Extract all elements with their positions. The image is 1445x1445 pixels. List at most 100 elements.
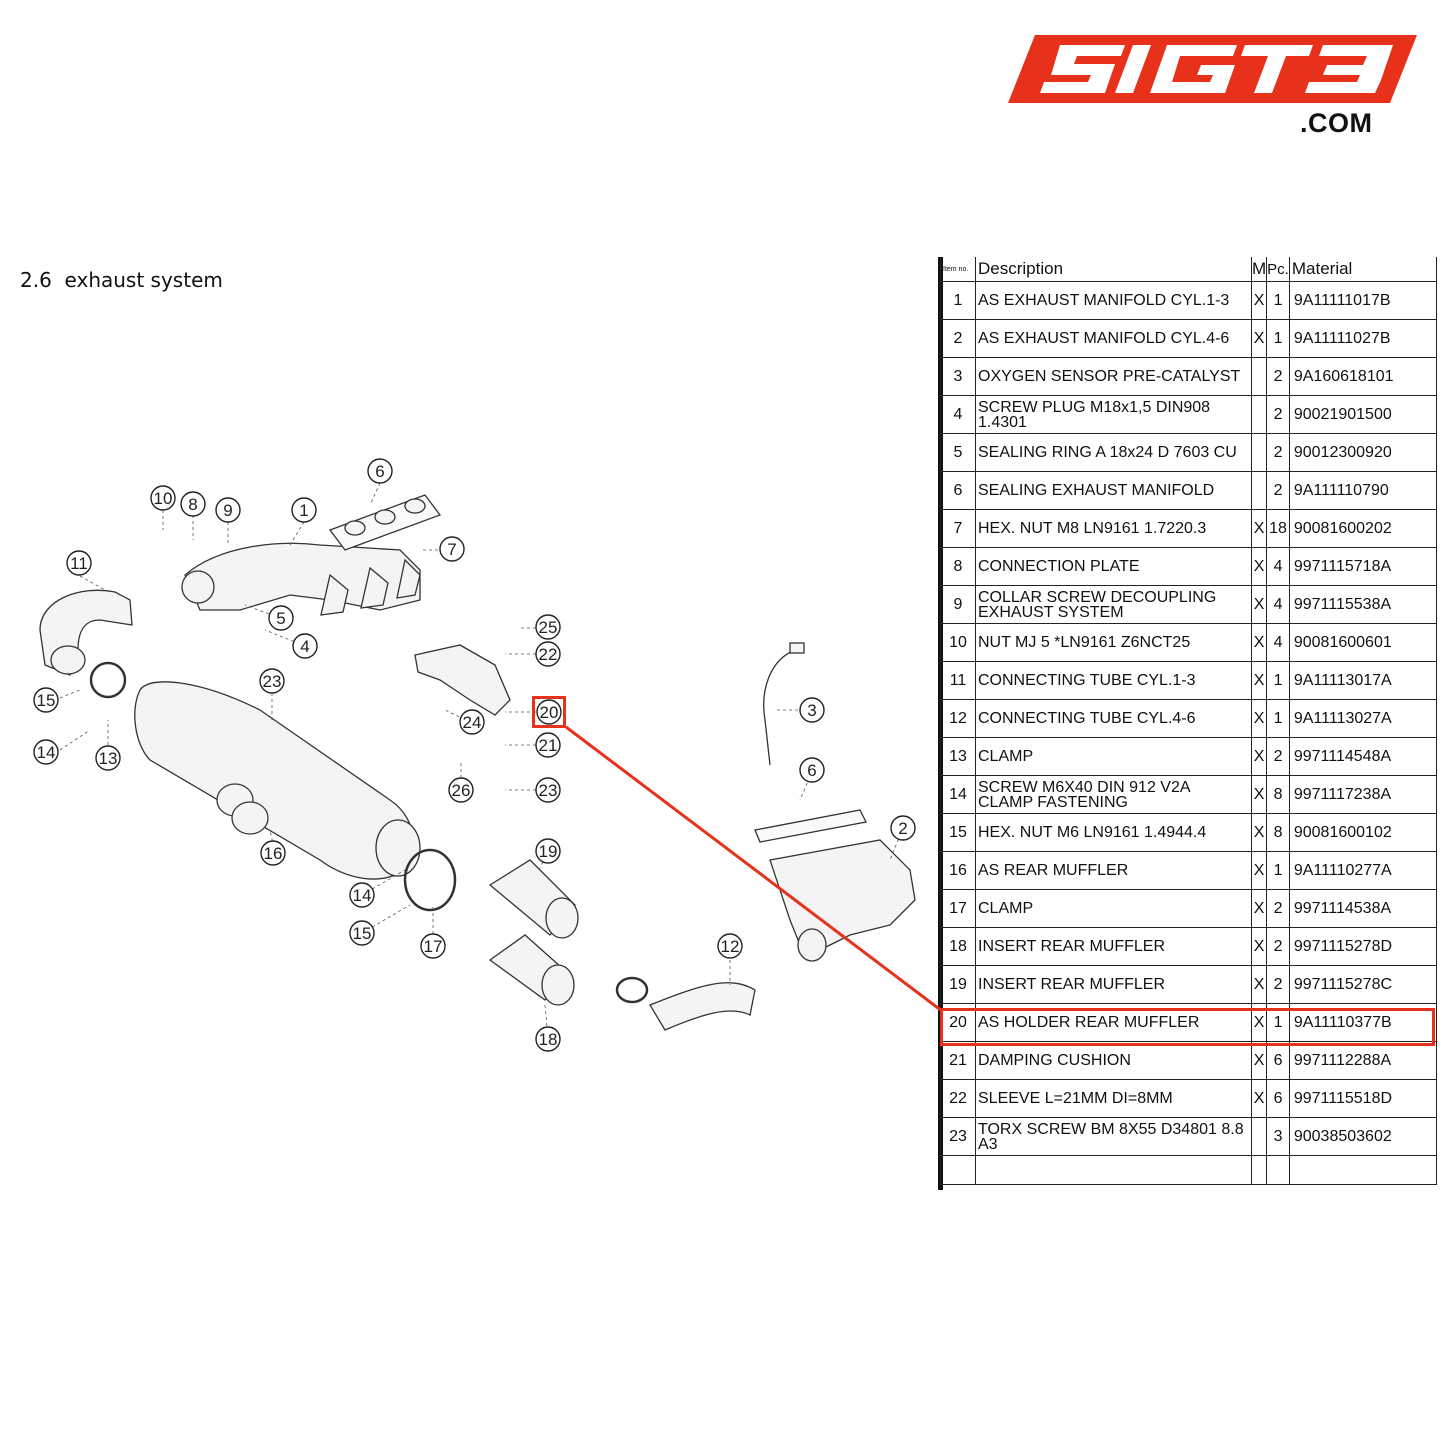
callout-16[interactable]: 16 bbox=[260, 840, 286, 866]
item-quantity: 1 bbox=[1266, 661, 1290, 700]
callout-4[interactable]: 4 bbox=[292, 633, 318, 659]
empty-cell bbox=[940, 1155, 976, 1185]
callout-23-left[interactable]: 23 bbox=[259, 668, 285, 694]
item-description: SLEEVE L=21MM DI=8MM bbox=[975, 1079, 1252, 1118]
callout-23-right[interactable]: 23 bbox=[535, 777, 561, 803]
item-number: 22 bbox=[940, 1079, 976, 1118]
item-m-flag: X bbox=[1250, 319, 1268, 358]
item-material-number: 9971117238A bbox=[1288, 775, 1437, 814]
callout-18[interactable]: 18 bbox=[535, 1026, 561, 1052]
callout-26[interactable]: 26 bbox=[448, 777, 474, 803]
item-material-number: 9A11111017B bbox=[1288, 281, 1437, 320]
item-m-flag bbox=[1250, 471, 1268, 510]
callout-24[interactable]: 24 bbox=[459, 709, 485, 735]
logo-domain-suffix: .COM bbox=[1300, 108, 1373, 138]
callout-8[interactable]: 8 bbox=[180, 491, 206, 517]
item-description: CLAMP bbox=[975, 889, 1252, 928]
callout-9[interactable]: 9 bbox=[215, 497, 241, 523]
callout-11[interactable]: 11 bbox=[66, 550, 92, 576]
callout-13[interactable]: 13 bbox=[95, 745, 121, 771]
item-description: AS REAR MUFFLER bbox=[975, 851, 1252, 890]
item-quantity: 4 bbox=[1266, 623, 1290, 662]
exploded-parts-diagram: 1 2 3 4 5 6 6 7 8 9 10 11 12 13 14 14 15… bbox=[33, 458, 916, 1052]
item-material-number: 9971112288A bbox=[1288, 1041, 1437, 1080]
diagram-parts bbox=[39, 494, 916, 1031]
callout-20[interactable]: 20 bbox=[536, 699, 562, 725]
callout-21[interactable]: 21 bbox=[535, 732, 561, 758]
item-m-flag: X bbox=[1250, 737, 1268, 776]
svg-text:8: 8 bbox=[188, 495, 197, 514]
callout-14-left[interactable]: 14 bbox=[33, 739, 59, 765]
item-quantity: 2 bbox=[1266, 357, 1290, 396]
item-number: 11 bbox=[940, 661, 976, 700]
callout-1[interactable]: 1 bbox=[291, 497, 317, 523]
callout-25[interactable]: 25 bbox=[535, 614, 561, 640]
item-m-flag: X bbox=[1250, 623, 1268, 662]
callout-6-right[interactable]: 6 bbox=[799, 757, 825, 783]
callout-10[interactable]: 10 bbox=[150, 485, 176, 511]
callout-14-bottom[interactable]: 14 bbox=[349, 882, 375, 908]
callout-15-bottom[interactable]: 15 bbox=[349, 920, 375, 946]
item-m-flag: X bbox=[1250, 699, 1268, 738]
item-description: TORX SCREW BM 8X55 D34801 8.8 A3 bbox=[975, 1117, 1252, 1156]
callout-15-left[interactable]: 15 bbox=[33, 687, 59, 713]
callout-5[interactable]: 5 bbox=[268, 605, 294, 631]
clamp-17 bbox=[403, 848, 457, 912]
callout-12[interactable]: 12 bbox=[717, 933, 743, 959]
svg-text:13: 13 bbox=[99, 749, 118, 768]
svg-text:19: 19 bbox=[539, 842, 558, 861]
callout-2[interactable]: 2 bbox=[890, 815, 916, 841]
svg-text:20: 20 bbox=[540, 703, 559, 722]
item-quantity: 6 bbox=[1266, 1079, 1290, 1118]
item-m-flag: X bbox=[1250, 965, 1268, 1004]
item-description: CONNECTING TUBE CYL.4-6 bbox=[975, 699, 1252, 738]
section-name: exhaust system bbox=[64, 268, 223, 292]
callout-19[interactable]: 19 bbox=[535, 838, 561, 864]
callout-7[interactable]: 7 bbox=[439, 536, 465, 562]
item-number: 12 bbox=[940, 699, 976, 738]
item-number: 9 bbox=[940, 585, 976, 624]
item-quantity: 1 bbox=[1266, 699, 1290, 738]
item-number: 14 bbox=[940, 775, 976, 814]
section-number: 2.6 bbox=[20, 268, 52, 292]
item-number: 8 bbox=[940, 547, 976, 586]
site-logo[interactable] bbox=[1005, 30, 1420, 145]
callout-3[interactable]: 3 bbox=[799, 697, 825, 723]
callout-6-top[interactable]: 6 bbox=[367, 458, 393, 484]
item-number: 16 bbox=[940, 851, 976, 890]
callout-22[interactable]: 22 bbox=[535, 641, 561, 667]
item-quantity: 4 bbox=[1266, 547, 1290, 586]
svg-text:7: 7 bbox=[447, 540, 456, 559]
item-quantity: 8 bbox=[1266, 813, 1290, 852]
item-material-number: 9971115518D bbox=[1288, 1079, 1437, 1118]
item-number: 3 bbox=[940, 357, 976, 396]
callout-17[interactable]: 17 bbox=[420, 933, 446, 959]
item-m-flag: X bbox=[1250, 509, 1268, 548]
item-description: NUT MJ 5 *LN9161 Z6NCT25 bbox=[975, 623, 1252, 662]
svg-text:10: 10 bbox=[154, 489, 173, 508]
item-m-flag: X bbox=[1250, 661, 1268, 700]
